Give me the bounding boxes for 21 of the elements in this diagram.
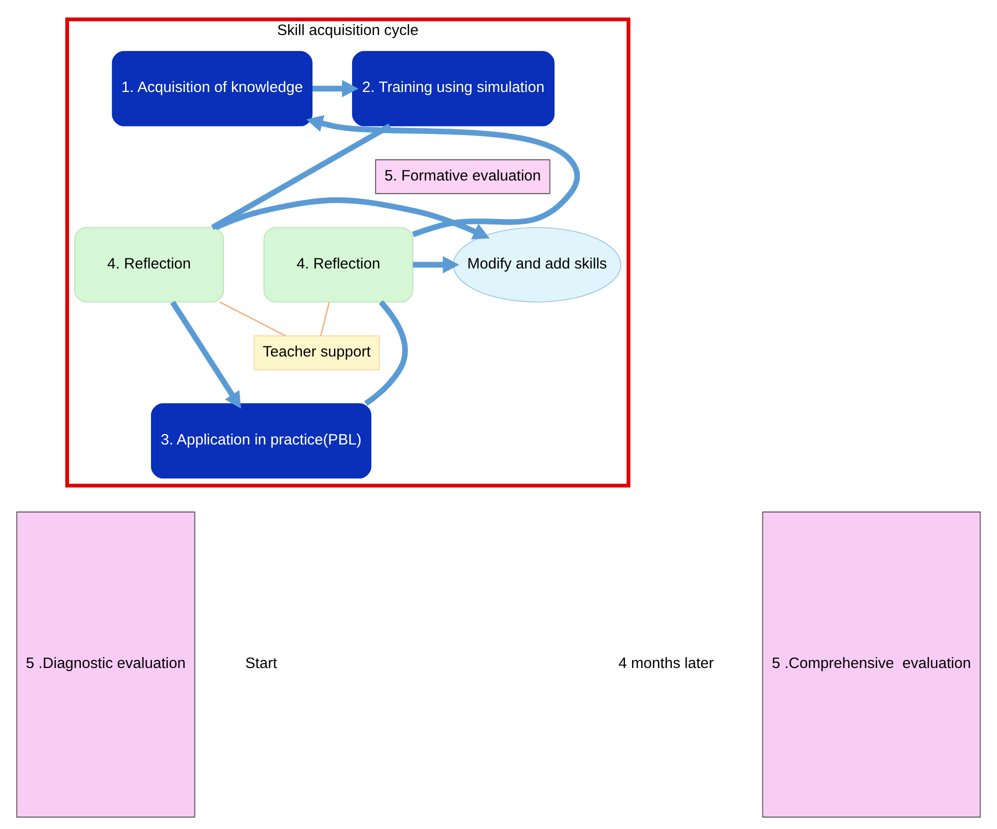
label: Start: [245, 655, 278, 672]
node-box: 4. Reflection: [264, 227, 414, 302]
arrow: [170, 300, 241, 409]
node-box: 2. Training using simulation: [352, 50, 555, 126]
connector: [364, 300, 408, 406]
connector: [211, 123, 392, 230]
node-ellipse: Modify and add skills: [452, 227, 622, 302]
node-box: 5 .Comprehensive evaluation: [762, 512, 981, 818]
connector: [219, 301, 286, 336]
node-box: 1. Acquisition of knowledge: [112, 50, 312, 126]
node-box: 3. Application in practice(PBL): [150, 403, 372, 479]
connector: [320, 302, 330, 336]
node-box: Teacher support: [254, 335, 380, 370]
label: 4 months later: [618, 655, 714, 672]
node-box: 5. Formative evaluation: [375, 159, 550, 194]
arrow: [412, 256, 460, 274]
node-box: 4. Reflection: [74, 227, 224, 302]
node-box: 5 .Diagnostic evaluation: [16, 512, 196, 818]
arrow: [312, 80, 358, 98]
arrow: [214, 197, 490, 240]
arrow: [306, 115, 580, 238]
